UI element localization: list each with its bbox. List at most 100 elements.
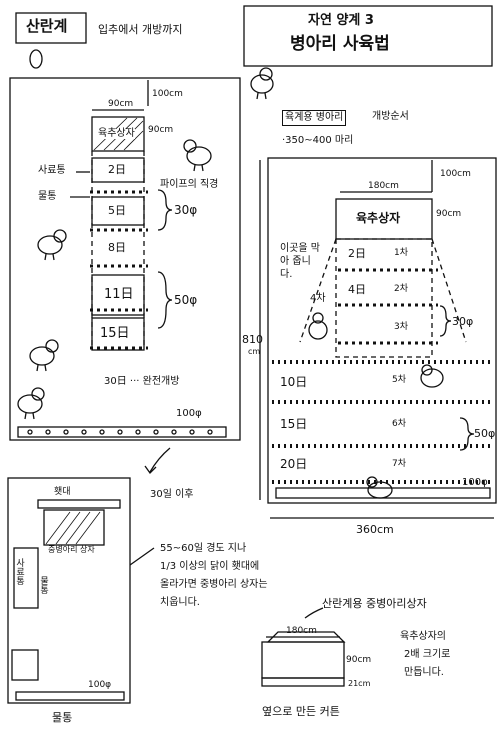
- left-dim-90h: 90cm: [148, 125, 174, 135]
- right-row-day: 15日: [280, 417, 308, 431]
- chick-icon: [366, 476, 393, 499]
- right-dim-100: 100cm: [440, 169, 471, 179]
- mid-brooder-label: 중병아리 상자: [48, 545, 95, 554]
- pipe-30-label: 30φ: [174, 203, 198, 217]
- right-row-stage: 2차: [394, 284, 409, 294]
- perch-shelf: [37, 499, 121, 509]
- left-dim-90w: 90cm: [108, 99, 134, 109]
- left-brace-50: [157, 271, 173, 329]
- header-left-title: 산란계: [26, 17, 68, 35]
- chick-icon: [308, 312, 328, 340]
- right-row-stage: 5차: [392, 375, 407, 385]
- right-bottom-pipe-label: 100φ: [462, 477, 488, 488]
- left-dim-100: 100cm: [152, 89, 183, 99]
- right-stage-4: 4차: [310, 293, 326, 304]
- egg-icon: [29, 49, 43, 69]
- header-right-line2: 병아리 사육법: [290, 34, 390, 54]
- right-dim-90: 90cm: [436, 209, 462, 219]
- chick-icon: [17, 387, 45, 420]
- note-line-3: 올라가면 중병아리 상자는: [160, 579, 268, 590]
- detail-title: 산란계용 중병아리상자: [322, 597, 427, 610]
- bottom-left-pipe-label: 100φ: [88, 680, 112, 690]
- left-bottom-pipe: [17, 426, 227, 438]
- flow-arrowhead: [144, 465, 157, 475]
- bottom-left-frame: [7, 477, 131, 704]
- right-brace-50: [459, 417, 475, 451]
- header-left-note: 입추에서 개방까지: [98, 23, 183, 36]
- left-brace-30: [157, 189, 173, 231]
- pipe-50-label: 50φ: [174, 293, 198, 307]
- detail-height: 90cm: [346, 655, 372, 665]
- flow-arrow: [149, 447, 171, 473]
- right-row-day: 10日: [280, 375, 308, 389]
- chick-icon: [29, 339, 59, 372]
- chick-icon: [183, 139, 212, 172]
- left-bottom-pipe-holes: [27, 429, 213, 435]
- chick-icon: [250, 67, 274, 100]
- feed-trough-label: 사료통: [38, 165, 66, 176]
- detail-box-front: [261, 641, 345, 679]
- right-side-note: 이곳을 막아 줍니다.: [280, 243, 320, 280]
- right-pipe-30: 30φ: [452, 315, 474, 328]
- right-fenced-area: [335, 238, 433, 358]
- right-height-unit: cm: [248, 347, 261, 356]
- water-tank: [11, 649, 39, 681]
- header-left-box: [15, 12, 87, 44]
- detail-note-3: 만듭니다.: [404, 667, 444, 678]
- detail-box-curtain: [261, 677, 345, 687]
- right-row-stage: 6차: [392, 419, 407, 429]
- side-feeder: [13, 547, 39, 609]
- perch-label: 횃대: [54, 487, 71, 497]
- day-11-label: 11日: [104, 287, 134, 302]
- after-30-days: 30일 이후: [150, 489, 194, 500]
- left-section-2: [91, 157, 145, 183]
- header-right-box: [243, 5, 493, 67]
- water-label: 물통: [38, 576, 48, 594]
- right-row-stage: 3차: [394, 322, 409, 332]
- right-order: 개방순서: [372, 111, 409, 122]
- day-15-label: 15日: [100, 326, 130, 341]
- detail-title-pointer: [304, 607, 324, 619]
- detail-width: 180cm: [286, 626, 317, 636]
- note-line-4: 치웁니다.: [160, 597, 200, 608]
- left-section-15: [91, 317, 145, 351]
- day-30-label: 30日 ··· 완전개방: [104, 376, 180, 387]
- note-line-2: 1/3 이상의 닭이 횃대에: [160, 561, 260, 572]
- right-pipe-50: 50φ: [474, 427, 496, 440]
- right-title: 육계용 병아리: [282, 110, 347, 126]
- right-dim-180: 180cm: [368, 181, 399, 191]
- left-panel-frame: [9, 77, 241, 441]
- day-2-label: 2日: [108, 163, 126, 176]
- detail-note-1: 육추상자의: [400, 631, 446, 642]
- right-side-left: [299, 238, 337, 343]
- left-brooder-box: [91, 116, 145, 152]
- right-row-day: 4日: [348, 283, 366, 296]
- left-section-5: [91, 196, 145, 226]
- right-bottom-pipe: [275, 487, 491, 499]
- feeder-label: 사료통: [14, 558, 24, 585]
- right-row-day: 2日: [348, 247, 366, 260]
- right-height: 810: [242, 333, 263, 346]
- note-line-1: 55~60일 경도 지나: [160, 543, 247, 554]
- right-count: ·350~400 마리: [282, 135, 354, 146]
- right-brace-30: [439, 305, 452, 337]
- bottom-left-bottom-label: 물통: [52, 711, 73, 724]
- right-row-stage: 7차: [392, 459, 407, 469]
- day-5-label: 5日: [108, 204, 126, 217]
- bottom-left-pipe: [15, 691, 125, 701]
- detail-leg: 21cm: [348, 679, 371, 688]
- right-panel-frame: [267, 157, 497, 504]
- detail-note-2: 2배 크기로: [404, 649, 451, 660]
- right-width: 360cm: [356, 523, 394, 536]
- left-brooder-label: 육추상자: [98, 128, 135, 139]
- right-brooder-label: 육추상자: [356, 211, 401, 225]
- mid-brooder-hatch: [45, 511, 101, 545]
- right-side-right: [431, 238, 467, 343]
- water-trough-label: 물통: [38, 191, 57, 202]
- detail-caption: 옆으로 만든 커튼: [262, 705, 340, 718]
- left-section-11: [91, 274, 145, 316]
- pipe-diameter-label: 파이프의 직경: [160, 179, 219, 190]
- right-row-day: 20日: [280, 457, 308, 471]
- note-pointer: [129, 547, 155, 566]
